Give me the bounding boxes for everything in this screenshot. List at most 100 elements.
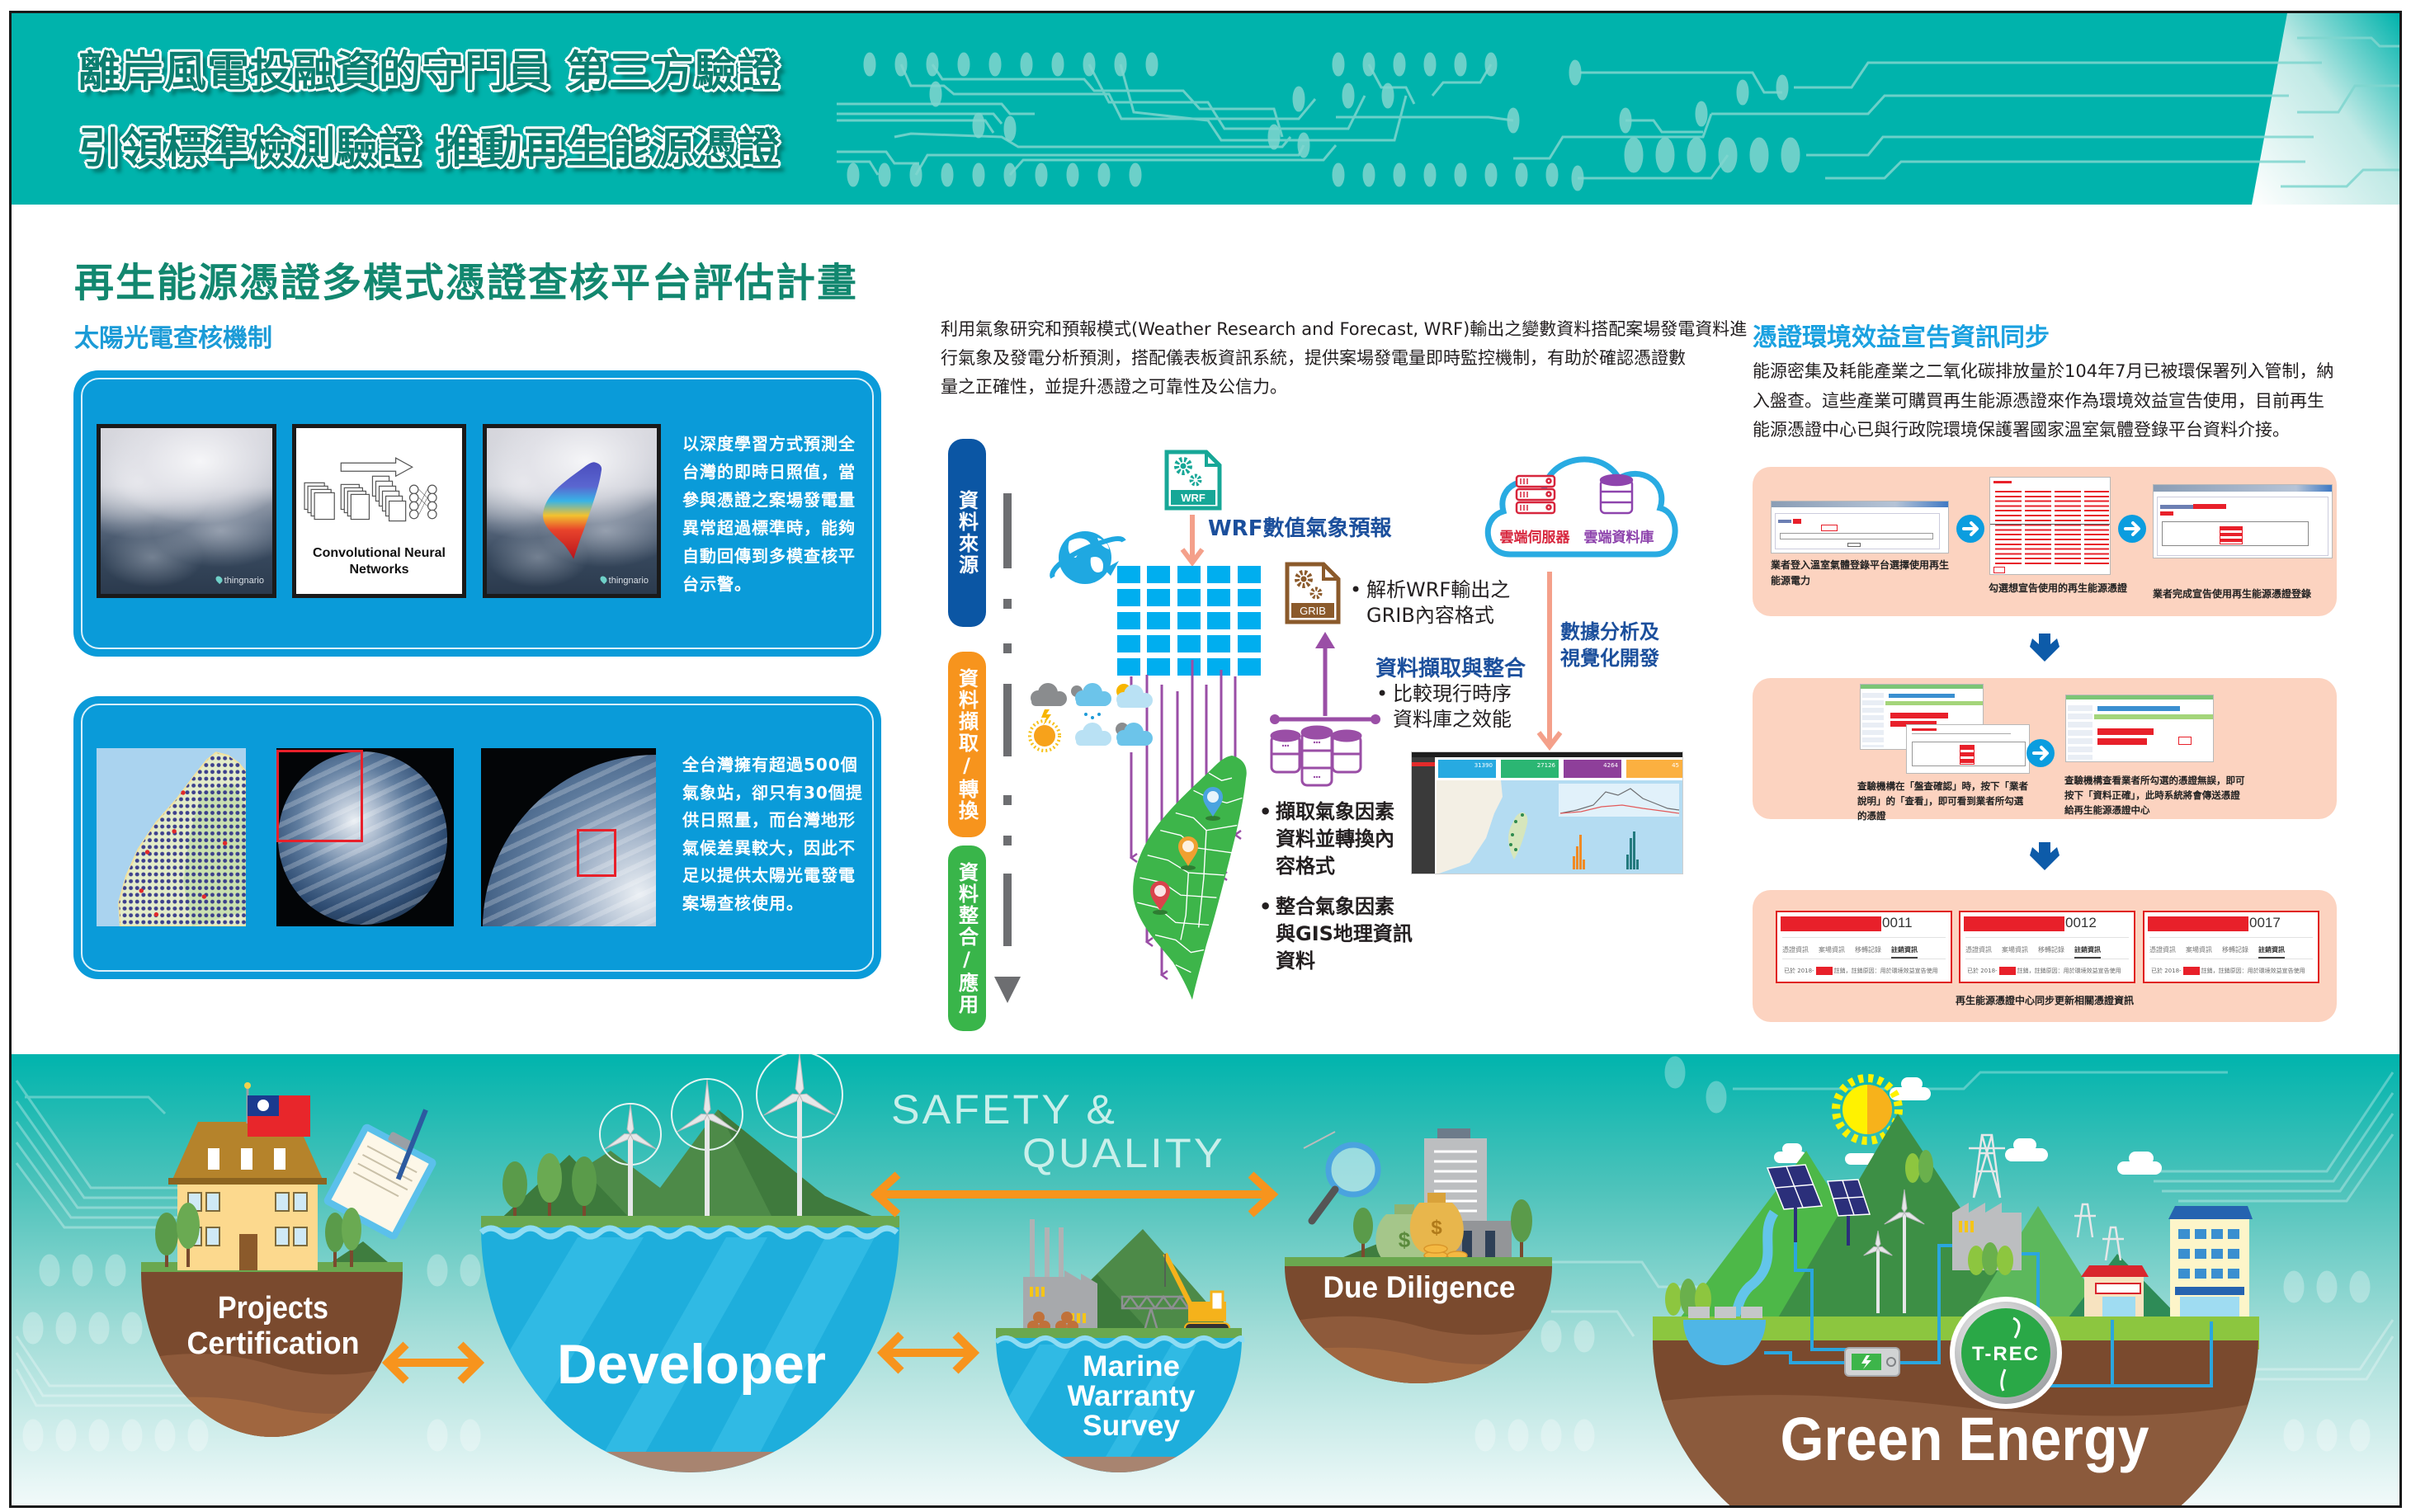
note-prefix: 已於 2018- xyxy=(1784,968,1814,974)
circuit-pattern-decoration xyxy=(837,13,2399,205)
certificate-id: 0017 xyxy=(2249,915,2281,930)
wrf-intro-paragraph: 利用氣象研究和預報模式(Weather Research and Forecas… xyxy=(941,319,1748,397)
tab-cancellation-info: 註銷資訊 xyxy=(2074,945,2101,959)
deep-learning-panel: thingnario Convolutional Neural Networks xyxy=(73,370,881,657)
step-2-caption-2: 查驗機構查看業者所勾選的憑證無誤，即可 按下「資料正確」，此時系統將會傳送憑證 … xyxy=(2064,775,2245,816)
taiwan-flag-icon xyxy=(248,1095,310,1137)
dashboard-charts xyxy=(1437,780,1680,874)
step-2-screenshot-confirm xyxy=(2065,695,2214,762)
certificate-card: 0017 憑證資訊案場資訊移轉記錄註銷資訊 已於 2018-註銷，註銷原因：用於… xyxy=(2143,911,2319,983)
location-pin-red xyxy=(1150,881,1170,915)
note-suffix: 註銷，註銷原因：用於環境效益宣告使用 xyxy=(1833,968,1938,974)
marine-label-line-1: Marine xyxy=(1083,1350,1180,1382)
bullet-glyph: • xyxy=(1259,800,1272,823)
certificate-card: 0012 憑證資訊案場資訊移轉記錄註銷資訊 已於 2018-註銷，註銷原因：用於… xyxy=(1959,911,2135,983)
due-diligence-label: Due Diligence xyxy=(1323,1270,1516,1304)
t-rec-label: T-REC xyxy=(1972,1343,2040,1365)
watermark-text: thingnario xyxy=(224,576,264,586)
stage-integrate-apply: 資料整合/應用 xyxy=(948,845,986,1031)
tab-transfer-log: 移轉記錄 xyxy=(2038,946,2064,954)
dashboard-sidebar xyxy=(1412,757,1435,874)
integration-connector xyxy=(1270,632,1380,724)
power-pylon-icon xyxy=(1969,1133,2124,1261)
note-prefix: 已於 2018- xyxy=(2151,968,2182,974)
bullet-glyph: • xyxy=(1259,895,1272,918)
step-3-caption: 再生能源憑證中心同步更新相關憑證資訊 xyxy=(1955,995,2134,1006)
green-energy-label: Green Energy xyxy=(1781,1405,2149,1473)
svg-text:$: $ xyxy=(1431,1217,1442,1239)
timeline-dashed-line xyxy=(994,493,1021,1003)
tab-certificate-info: 憑證資訊 xyxy=(1782,946,1809,954)
page-title: 再生能源憑證多模式憑證查核平台評估計畫 xyxy=(74,260,859,306)
certificate-id: 0012 xyxy=(2065,915,2097,930)
tab-transfer-log: 移轉記錄 xyxy=(2222,946,2248,954)
dashboard-screenshot: 31390 27126 4264 45 xyxy=(1411,751,1683,874)
database-icons xyxy=(1270,725,1362,787)
down-arrow-icon xyxy=(2030,634,2059,662)
server-icon xyxy=(1515,474,1556,515)
stage-extract-convert: 資料擷取/轉換 xyxy=(948,652,986,837)
wind-turbine-icon xyxy=(1863,1189,1925,1313)
next-arrow-icon xyxy=(2026,739,2055,767)
bullet-glyph: • xyxy=(1376,682,1389,705)
redacted-date xyxy=(1815,967,1833,975)
sync-heading: 憑證環境效益宣告資訊同步 xyxy=(1753,323,2050,352)
shop-icon xyxy=(2081,1265,2149,1320)
deep-learning-description: 以深度學習方式預測全 台灣的即時日照值，當 參與憑證之案場發電量 異常超過標準時… xyxy=(682,434,856,594)
tab-certificate-info: 憑證資訊 xyxy=(1965,946,1992,954)
redacted-id xyxy=(1781,916,1881,931)
down-arrow-icon xyxy=(2030,842,2059,870)
arrow-down-icon xyxy=(1180,515,1205,567)
tab-cancellation-info: 註銷資訊 xyxy=(2258,945,2285,959)
wind-turbine-icon xyxy=(599,1054,843,1225)
cloud-database-label: 雲端資料庫 xyxy=(1584,529,1654,546)
bullet-text: 擷取氣象因素 資料並轉換內 容格式 xyxy=(1276,800,1394,878)
double-arrow-icon xyxy=(876,1331,980,1374)
cancellation-note: 已於 2018-註銷，註銷原因：用於環境效益宣告使用 xyxy=(2151,967,2305,975)
t-rec-badge: T-REC xyxy=(1950,1297,2062,1409)
svg-text:$: $ xyxy=(1399,1227,1411,1252)
tab-site-info: 案場資訊 xyxy=(2186,946,2212,954)
bullet-glyph: • xyxy=(1350,578,1362,601)
globe-icon xyxy=(1050,531,1126,584)
projects-certification-island: Projects Certification xyxy=(141,1082,436,1437)
card-tabs: 憑證資訊案場資訊移轉記錄註銷資訊 xyxy=(1965,945,2101,959)
green-energy-island: T-REC Green Energy xyxy=(1653,1074,2259,1506)
cancellation-note: 已於 2018- 註銷，註銷原因：用於環境效益宣告使用 xyxy=(1784,967,1938,975)
book-magnifier-icon xyxy=(1303,1131,1381,1225)
taiwan-heatmap-overlay xyxy=(543,462,602,559)
next-arrow-icon xyxy=(2118,515,2146,543)
location-pin-orange xyxy=(1178,836,1198,870)
step-2-screenshot-details xyxy=(1906,724,2030,774)
industry-ecosystem-illustration: Projects Certification Developer xyxy=(12,1054,2399,1506)
pin-icon xyxy=(598,574,608,585)
integrate-gis-bullet: •整合氣象因素 與GIS地理資訊 資料 xyxy=(1259,893,1413,975)
long-double-arrow-icon xyxy=(870,1171,1279,1218)
apartment-building-icon xyxy=(2168,1206,2253,1321)
sun-icon xyxy=(1832,1074,1903,1145)
money-bag-icon: $ $ xyxy=(1375,1193,1468,1267)
step-1-caption-2: 勾選想宣告使用的再生能源憑證 xyxy=(1989,582,2128,594)
grib-parse-bullet: •解析WRF輸出之 GRIB內容格式 xyxy=(1350,577,1510,629)
slogan-line-1: SAFETY & xyxy=(891,1086,1117,1133)
thingnario-watermark: thingnario xyxy=(214,574,264,586)
bullet-text: 整合氣象因素 與GIS地理資訊 資料 xyxy=(1276,895,1413,973)
developer-label: Developer xyxy=(557,1333,826,1396)
cnn-label: Convolutional Neural Networks xyxy=(313,546,446,577)
wrf-flow-diagram: WRF xyxy=(994,450,1678,1003)
next-arrow-icon xyxy=(1956,515,1984,543)
watermark-text: thingnario xyxy=(608,576,649,586)
station-pins-map xyxy=(97,748,246,926)
tree-icons xyxy=(155,1203,361,1267)
redacted-id xyxy=(2148,916,2248,931)
banner-title-line-2: 引領標準檢測驗證 推動再生能源憑證 xyxy=(78,125,781,173)
header-banner: 離岸風電投融資的守門員 第三方驗證 引領標準檢測驗證 推動再生能源憑證 xyxy=(12,13,2399,205)
step-1-screenshot-select-certificates xyxy=(1989,477,2111,575)
cloud-server-label: 雲端伺服器 xyxy=(1500,529,1571,546)
taiwan-highlight-box xyxy=(577,829,616,877)
highlight-box xyxy=(276,750,363,842)
circuit-decoration xyxy=(15,1056,2394,1452)
step-1-caption-3: 業者完成宣告使用再生能源憑證登錄 xyxy=(2153,588,2312,600)
double-arrow-icon xyxy=(381,1341,485,1384)
stage-data-source: 資料來源 xyxy=(948,439,986,627)
